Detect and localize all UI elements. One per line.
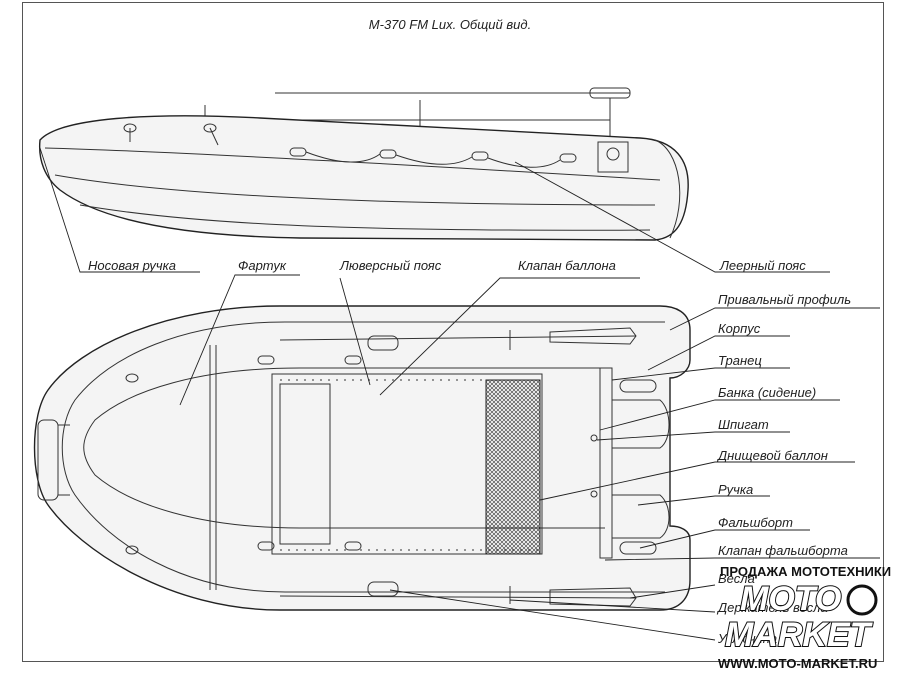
transom: [599, 367, 613, 559]
keel-tube-end-top: [612, 399, 670, 449]
label-tube-valve: Клапан баллона: [518, 258, 616, 273]
side-view: [38, 87, 689, 241]
side-grommets: [289, 147, 577, 163]
label-hull: Корпус: [718, 321, 761, 336]
mesh-panel: [485, 379, 541, 555]
watermark-line1: MOTO: [740, 580, 841, 618]
label-spray-rail-valve: Клапан фальшборта: [718, 543, 848, 558]
label-bench: Банка (сидение): [718, 385, 816, 400]
watermark-url: WWW.MOTO-MARKET.RU: [718, 656, 877, 671]
side-tube-seam: [44, 147, 661, 181]
side-lifeline-rope: [305, 151, 561, 168]
side-oarlocks: [123, 123, 219, 146]
top-tube-inner: [61, 321, 665, 593]
oar-bottom: [279, 595, 637, 599]
transom-handle-bottom: [619, 541, 657, 555]
drain-hole: [590, 434, 598, 442]
drain-hole-2: [590, 490, 598, 498]
bow-plate-lines: [58, 424, 70, 496]
watermark-top-text: ПРОДАЖА МОТОТЕХНИКИ: [720, 564, 891, 579]
side-tube-cone: [654, 139, 681, 239]
label-bow-handle: Носовая ручка: [88, 258, 176, 273]
label-oarlock: Уключина: [717, 631, 777, 646]
callout-labels: Носовая ручка Фартук Люверсный пояс Клап…: [88, 258, 851, 646]
label-oars: Весла: [718, 571, 755, 586]
oar-top: [279, 335, 637, 341]
bow-plate: [37, 419, 59, 501]
side-bottom-line: [79, 204, 651, 231]
transom-handle-top: [619, 379, 657, 393]
oar-blade-bottom: [549, 587, 637, 607]
oar-blade-top: [549, 327, 637, 345]
label-rub-strake: Привальный профиль: [718, 292, 851, 307]
gear-icon: [846, 584, 878, 616]
label-lifeline: Леерный пояс: [719, 258, 806, 273]
label-grommet-belt: Люверсный пояс: [339, 258, 442, 273]
oarlock-bottom: [367, 581, 399, 597]
label-oar-holder: Держатель весла: [716, 600, 828, 615]
top-tube-outer: [33, 305, 691, 611]
diagram-title: M-370 FM Lux. Общий вид.: [369, 17, 531, 32]
keel-tube-end-bottom: [612, 494, 670, 539]
label-apron: Фартук: [238, 258, 287, 273]
bow-handle-left: [125, 373, 139, 383]
label-transom: Транец: [718, 353, 762, 368]
label-handle: Ручка: [718, 482, 753, 497]
oarlock-top: [367, 335, 399, 351]
label-keel-tube: Днищевой баллон: [716, 448, 828, 463]
brand-logo-icon: [597, 141, 629, 173]
top-view: [33, 305, 691, 611]
bow-handle-right: [125, 545, 139, 555]
label-spray-rail: Фальшборт: [718, 515, 793, 530]
leader-lines: [39, 147, 880, 641]
label-drain: Шпигат: [718, 417, 769, 432]
top-grommets: [257, 355, 362, 551]
drawing-frame: [22, 2, 884, 662]
watermark-line2: MARKET: [725, 616, 874, 654]
watermark: ПРОДАЖА МОТОТЕХНИКИ MOTO MARKET WWW.MOTO…: [718, 564, 891, 671]
top-floor: [83, 367, 605, 529]
side-tube: [38, 115, 689, 241]
side-tube-seam-2: [54, 174, 656, 206]
bench-seat: [279, 383, 331, 545]
bench-frame: [271, 373, 543, 555]
